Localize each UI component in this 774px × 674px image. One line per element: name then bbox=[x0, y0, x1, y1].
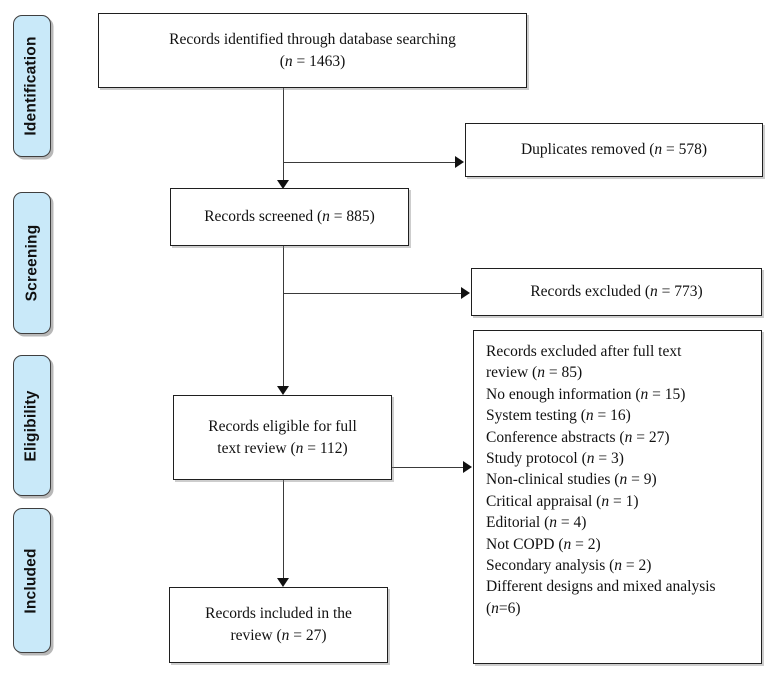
box-duplicates-removed: Duplicates removed (n = 578) bbox=[465, 123, 763, 177]
connector-to-excluded bbox=[284, 293, 462, 295]
fulltext-exclusion-line: Secondary analysis (n = 2) bbox=[486, 557, 652, 575]
connector-eligible-down bbox=[283, 480, 285, 579]
fulltext-exclusion-line: Records excluded after full text bbox=[486, 343, 682, 360]
box-eligible-fulltext-line2: text review (n = 112) bbox=[217, 439, 348, 457]
box-fulltext-exclusions: Records excluded after full text review … bbox=[473, 330, 762, 664]
stage-label-eligibility: Eligibility bbox=[13, 355, 51, 496]
fulltext-exclusion-line: Non-clinical studies (n = 9) bbox=[486, 471, 657, 489]
box-eligible-fulltext-line1: Records eligible for full bbox=[208, 417, 357, 435]
connector-identified-down bbox=[283, 88, 285, 181]
stage-label-identification: Identification bbox=[13, 15, 51, 157]
connector-to-duplicates bbox=[284, 162, 456, 164]
fulltext-exclusion-line: Critical appraisal (n = 1) bbox=[486, 492, 639, 510]
arrowhead-to-excluded bbox=[461, 287, 470, 299]
box-records-identified-line2: (n = 1463) bbox=[279, 52, 346, 70]
fulltext-exclusion-line: Different designs and mixed analysis bbox=[486, 578, 716, 596]
arrowhead-to-fulltext-excluded bbox=[463, 461, 472, 473]
fulltext-exclusion-line: review (n = 85) bbox=[486, 364, 583, 382]
arrowhead-to-eligible bbox=[277, 386, 289, 395]
box-records-included-line2: review (n = 27) bbox=[230, 627, 327, 644]
stage-label-eligibility-text: Eligibility bbox=[23, 389, 41, 462]
box-records-screened: Records screened (n = 885) bbox=[170, 188, 409, 246]
fulltext-exclusion-line: No enough information (n = 15) bbox=[486, 385, 686, 403]
fulltext-exclusion-line: Not COPD (n = 2) bbox=[486, 535, 601, 553]
fulltext-exclusion-line: Editorial (n = 4) bbox=[486, 514, 587, 532]
arrowhead-to-screened bbox=[277, 180, 289, 189]
fulltext-exclusion-line: System testing (n = 16) bbox=[486, 407, 631, 425]
box-records-excluded: Records excluded (n = 773) bbox=[471, 268, 762, 316]
box-eligible-fulltext: Records eligible for full text review (n… bbox=[173, 395, 392, 480]
box-records-screened-line1: Records screened (n = 885) bbox=[204, 208, 375, 225]
fulltext-exclusion-line: Study protocol (n = 3) bbox=[486, 450, 624, 468]
box-records-identified: Records identified through database sear… bbox=[98, 13, 527, 88]
stage-label-included: Included bbox=[13, 508, 51, 653]
box-duplicates-removed-line1: Duplicates removed (n = 578) bbox=[520, 141, 708, 158]
box-records-included: Records included in the review (n = 27) bbox=[169, 587, 388, 663]
stage-label-included-text: Included bbox=[23, 547, 41, 614]
arrowhead-to-included bbox=[277, 578, 289, 587]
box-records-included-line1: Records included in the bbox=[205, 605, 352, 622]
stage-label-screening: Screening bbox=[13, 192, 51, 334]
arrowhead-to-duplicates bbox=[455, 156, 464, 168]
connector-to-fulltext-excluded bbox=[392, 467, 464, 469]
fulltext-exclusion-line: Conference abstracts (n = 27) bbox=[486, 428, 670, 446]
stage-label-screening-text: Screening bbox=[23, 224, 40, 302]
stage-label-identification-text: Identification bbox=[23, 36, 40, 136]
fulltext-exclusion-line: (n=6) bbox=[486, 599, 521, 617]
connector-screened-down bbox=[283, 246, 285, 387]
box-records-excluded-line1: Records excluded (n = 773) bbox=[530, 283, 703, 300]
box-records-identified-line1: Records identified through database sear… bbox=[169, 30, 456, 48]
